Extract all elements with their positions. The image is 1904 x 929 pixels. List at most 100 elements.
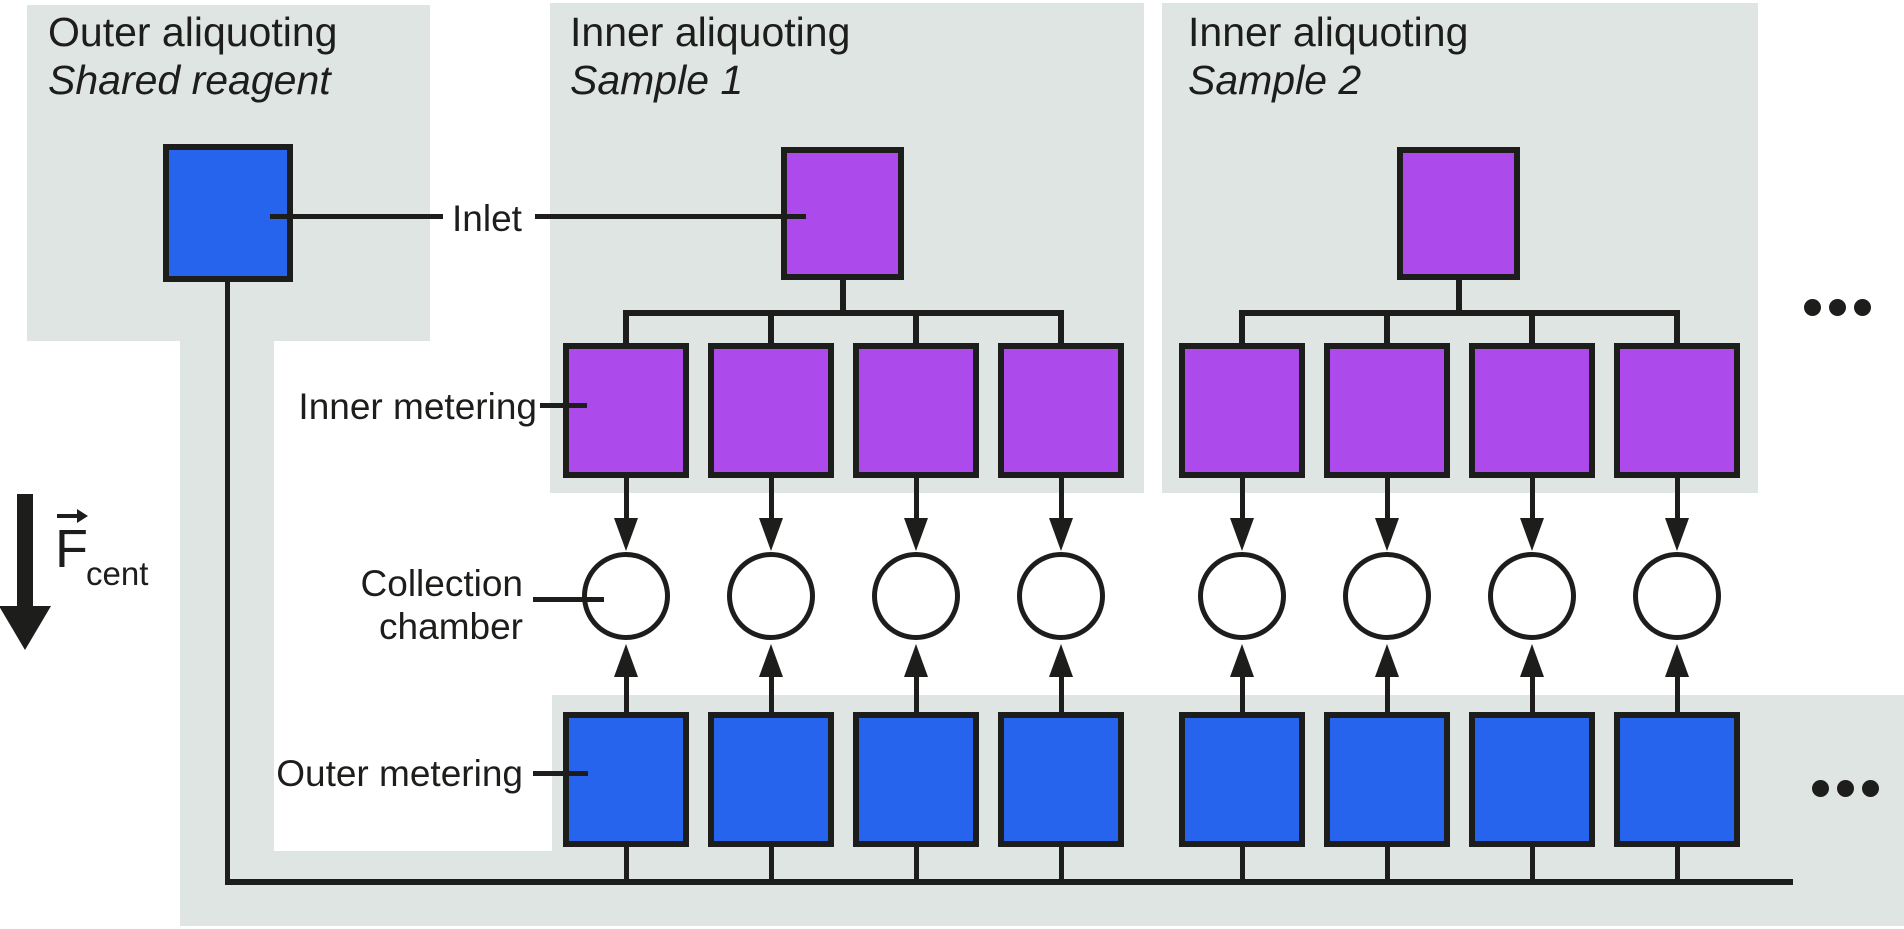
up-arrowhead-4 <box>1049 644 1073 677</box>
up-arrow-stem-3 <box>914 675 919 715</box>
ellipsis-dot-top-3 <box>1854 299 1871 316</box>
up-arrowhead-2 <box>759 644 783 677</box>
header-sample2-title: Inner aliquoting <box>1188 9 1469 55</box>
inner-metering-square-2 <box>708 343 834 478</box>
collection-chamber-6 <box>1343 552 1431 640</box>
up-arrow-stem-6 <box>1385 675 1390 715</box>
fcent-arrowhead <box>0 606 51 650</box>
inner-metering-square-6 <box>1324 343 1450 478</box>
ellipsis-outer-metering <box>1812 780 1879 797</box>
tree-drop-line-3 <box>913 312 919 354</box>
feed-stub-4 <box>1059 845 1064 883</box>
tree-drop-line-6 <box>1384 312 1390 354</box>
down-arrowhead-7 <box>1520 518 1544 551</box>
up-arrow-stem-8 <box>1675 675 1680 715</box>
up-arrowhead-8 <box>1665 644 1689 677</box>
feed-stub-2 <box>769 845 774 883</box>
outer-metering-label-notch <box>274 695 552 851</box>
feed-stub-1 <box>624 845 629 883</box>
tree-drop-line-5 <box>1239 312 1245 354</box>
header-sample2-subtitle: Sample 2 <box>1188 57 1362 103</box>
inner-metering-pointer-line <box>540 403 587 408</box>
down-arrow-stem-7 <box>1530 476 1535 520</box>
up-arrowhead-7 <box>1520 644 1544 677</box>
inlet-stub-sample2 <box>1456 276 1462 316</box>
header-inner-aliquoting-1: Inner aliquoting Sample 1 <box>570 8 850 104</box>
down-arrow-stem-5 <box>1240 476 1245 520</box>
up-arrowhead-6 <box>1375 644 1399 677</box>
feed-stub-3 <box>914 845 919 883</box>
feed-stub-8 <box>1675 845 1680 883</box>
outer-metering-square-8 <box>1614 712 1740 847</box>
outer-metering-square-2 <box>708 712 834 847</box>
down-arrow-stem-2 <box>769 476 774 520</box>
inner-metering-square-8 <box>1614 343 1740 478</box>
down-arrowhead-8 <box>1665 518 1689 551</box>
inlet-stub-sample1 <box>840 276 846 316</box>
outer-metering-square-5 <box>1179 712 1305 847</box>
header-inner-aliquoting-2: Inner aliquoting Sample 2 <box>1188 8 1468 104</box>
shared-reagent-inlet-square <box>163 144 293 282</box>
shared-reagent-feed-line-horizontal <box>225 879 1793 885</box>
shared-reagent-feed-line-vertical <box>225 278 230 883</box>
inner-metering-square-5 <box>1179 343 1305 478</box>
outer-metering-pointer-line <box>533 771 588 776</box>
collection-chamber-8 <box>1633 552 1721 640</box>
label-collection-line1: Collection <box>360 563 523 604</box>
inlet-square-sample2 <box>1397 147 1520 280</box>
up-arrow-stem-7 <box>1530 675 1535 715</box>
up-arrowhead-5 <box>1230 644 1254 677</box>
inner-metering-square-3 <box>853 343 979 478</box>
inlet-pointer-line-left <box>270 214 443 219</box>
fcent-vector-arrowhead <box>77 509 88 523</box>
label-outer-metering: Outer metering <box>276 753 523 794</box>
header-outer-subtitle: Shared reagent <box>48 57 331 103</box>
up-arrow-stem-2 <box>769 675 774 715</box>
down-arrow-stem-1 <box>624 476 629 520</box>
ellipsis-dot-bottom-2 <box>1837 780 1854 797</box>
up-arrow-stem-1 <box>624 675 629 715</box>
tree-drop-line-8 <box>1674 312 1680 354</box>
down-arrowhead-5 <box>1230 518 1254 551</box>
up-arrow-stem-4 <box>1059 675 1064 715</box>
ellipsis-inner-aliquoting <box>1804 299 1871 316</box>
feed-stub-7 <box>1530 845 1535 883</box>
collection-chamber-7 <box>1488 552 1576 640</box>
feed-stub-5 <box>1240 845 1245 883</box>
down-arrowhead-4 <box>1049 518 1073 551</box>
tree-drop-line-1 <box>623 312 629 354</box>
down-arrow-stem-4 <box>1059 476 1064 520</box>
ellipsis-dot-top-2 <box>1829 299 1846 316</box>
outer-metering-square-1 <box>563 712 689 847</box>
down-arrow-stem-3 <box>914 476 919 520</box>
collection-chamber-5 <box>1198 552 1286 640</box>
collection-chamber-1 <box>582 552 670 640</box>
label-collection-chamber: Collection chamber <box>361 562 523 648</box>
fcent-arrow-shaft <box>17 494 33 608</box>
down-arrowhead-3 <box>904 518 928 551</box>
label-inner-metering: Inner metering <box>298 386 537 427</box>
inner-metering-square-7 <box>1469 343 1595 478</box>
collection-chamber-4 <box>1017 552 1105 640</box>
outer-metering-square-3 <box>853 712 979 847</box>
up-arrow-stem-5 <box>1240 675 1245 715</box>
outer-metering-square-6 <box>1324 712 1450 847</box>
up-arrowhead-3 <box>904 644 928 677</box>
header-sample1-subtitle: Sample 1 <box>570 57 744 103</box>
inner-metering-square-1 <box>563 343 689 478</box>
up-arrowhead-1 <box>614 644 638 677</box>
inlet-square-sample1 <box>781 147 904 280</box>
fcent-subscript: cent <box>86 555 149 592</box>
ellipsis-dot-bottom-1 <box>1812 780 1829 797</box>
fcent-vector-bar <box>57 514 78 518</box>
down-arrowhead-1 <box>614 518 638 551</box>
down-arrow-stem-8 <box>1675 476 1680 520</box>
down-arrow-stem-6 <box>1385 476 1390 520</box>
outer-metering-square-4 <box>998 712 1124 847</box>
ellipsis-dot-bottom-3 <box>1862 780 1879 797</box>
header-sample1-title: Inner aliquoting <box>570 9 851 55</box>
outer-metering-square-7 <box>1469 712 1595 847</box>
header-outer-title: Outer aliquoting <box>48 9 338 55</box>
collection-chamber-pointer-line <box>533 597 604 602</box>
